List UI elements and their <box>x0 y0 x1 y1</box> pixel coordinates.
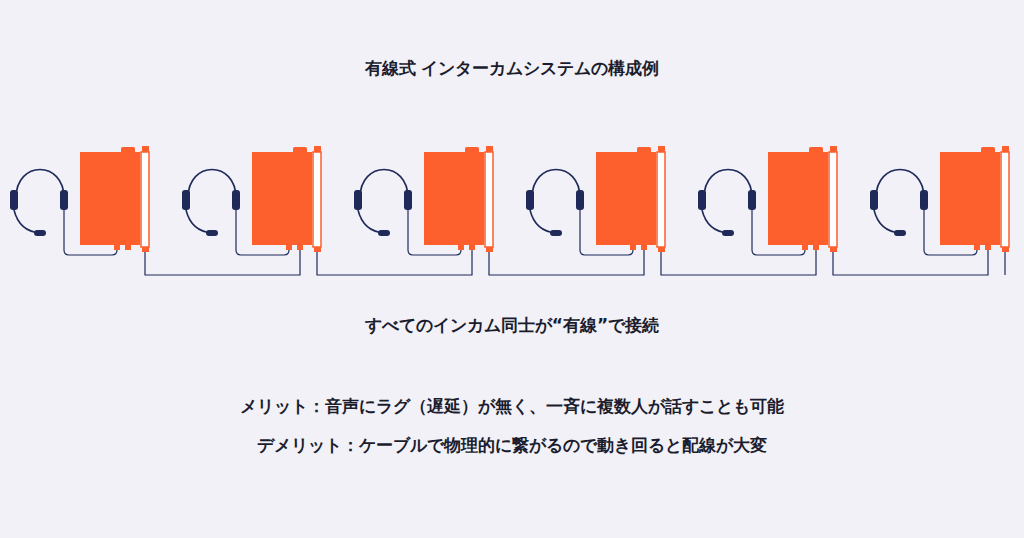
note-line: デメリット：ケーブルで物理的に繋がるので動き回ると配線が大変 <box>0 434 1024 456</box>
intercom-unit <box>870 146 1009 255</box>
intercom-unit <box>698 146 837 255</box>
intercom-unit <box>10 146 149 255</box>
note-line: メリット：音声にラグ（遅延）が無く、一斉に複数人が話すことも可能 <box>0 395 1024 417</box>
summary-note: すべてのインカム同士が“有線”で接続 <box>0 314 1024 336</box>
intercom-unit <box>182 146 321 255</box>
intercom-unit <box>354 146 493 255</box>
daisy-chain-wires <box>145 250 1005 275</box>
intercom-unit <box>526 146 665 255</box>
diagram-title: 有線式 インターカムシステムの構成例 <box>0 57 1024 79</box>
